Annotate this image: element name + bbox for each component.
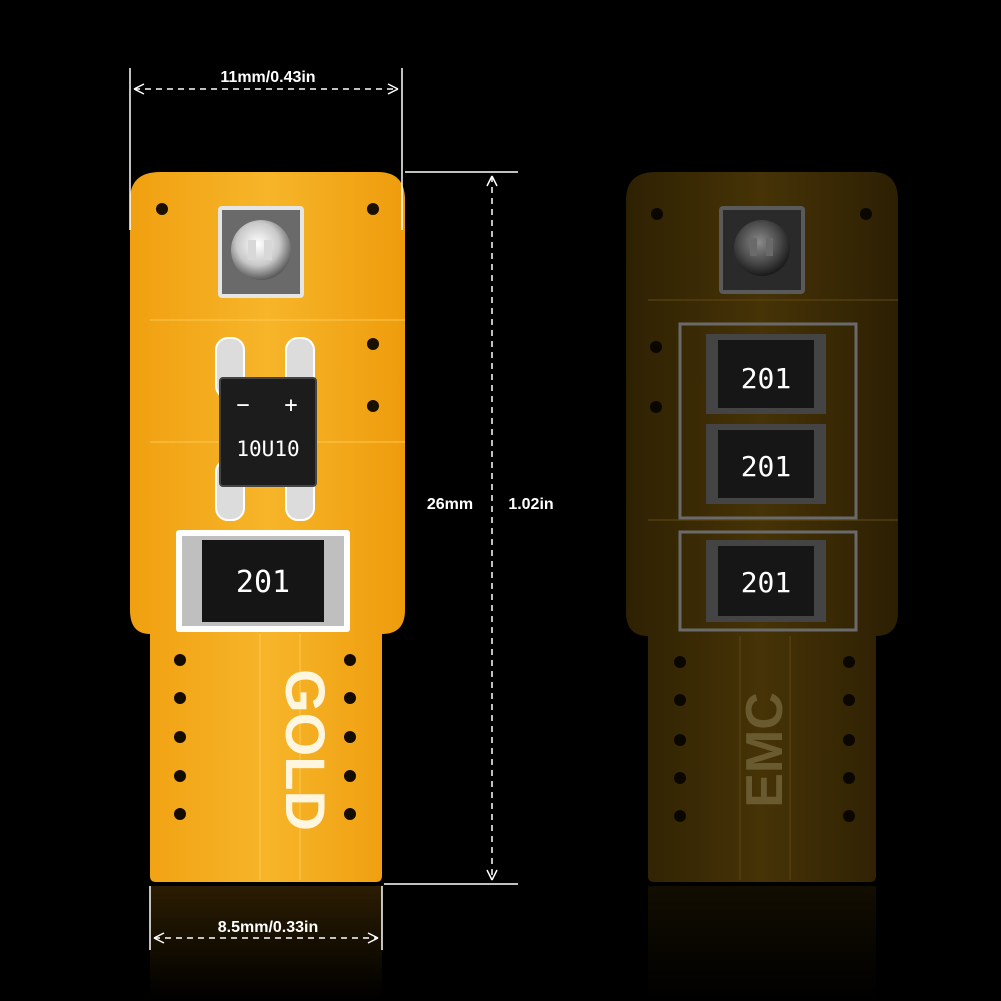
hole-icon [367, 203, 379, 215]
back-resistor-2: 201 [706, 424, 826, 504]
bridge-plus-label: + [284, 393, 297, 418]
height-in-label: 1.02in [508, 496, 553, 513]
front-pcb [130, 172, 405, 882]
top-width-label: 11mm/0.43in [220, 69, 315, 86]
led-chip [218, 206, 304, 298]
bridge-rectifier: − + 10U10 [219, 377, 317, 487]
hole-icon [156, 203, 168, 215]
bottom-width-label: 8.5mm/0.33in [218, 919, 319, 936]
bridge-part-label: 10U10 [236, 437, 299, 461]
brand-emc-label: EMC [736, 692, 794, 808]
front-resistor: 201 [176, 530, 350, 632]
height-mm-label: 26mm [427, 496, 473, 513]
brand-gold-label: GOLD [274, 669, 337, 831]
front-leg-holes [174, 654, 356, 820]
back-board: 201 201 201 EMC [626, 172, 898, 882]
bridge-minus-label: − [236, 393, 249, 418]
back-resistor-label: 201 [741, 566, 792, 599]
back-pcb [626, 172, 898, 882]
back-resistor-label: 201 [741, 450, 792, 483]
dimension-lines [129, 68, 518, 950]
back-resistor-label: 201 [741, 362, 792, 395]
back-resistor-3: 201 [706, 540, 826, 622]
back-led-chip [719, 206, 805, 294]
hole-icon [367, 400, 379, 412]
resistor-label: 201 [236, 565, 290, 600]
back-reflection [648, 886, 876, 1001]
front-board: − + 10U10 201 GOLD [130, 172, 405, 882]
hole-icon [367, 338, 379, 350]
front-reflection [150, 886, 382, 1001]
back-pad-frames [678, 322, 858, 632]
back-resistor-1: 201 [706, 334, 826, 414]
back-holes [650, 208, 872, 822]
